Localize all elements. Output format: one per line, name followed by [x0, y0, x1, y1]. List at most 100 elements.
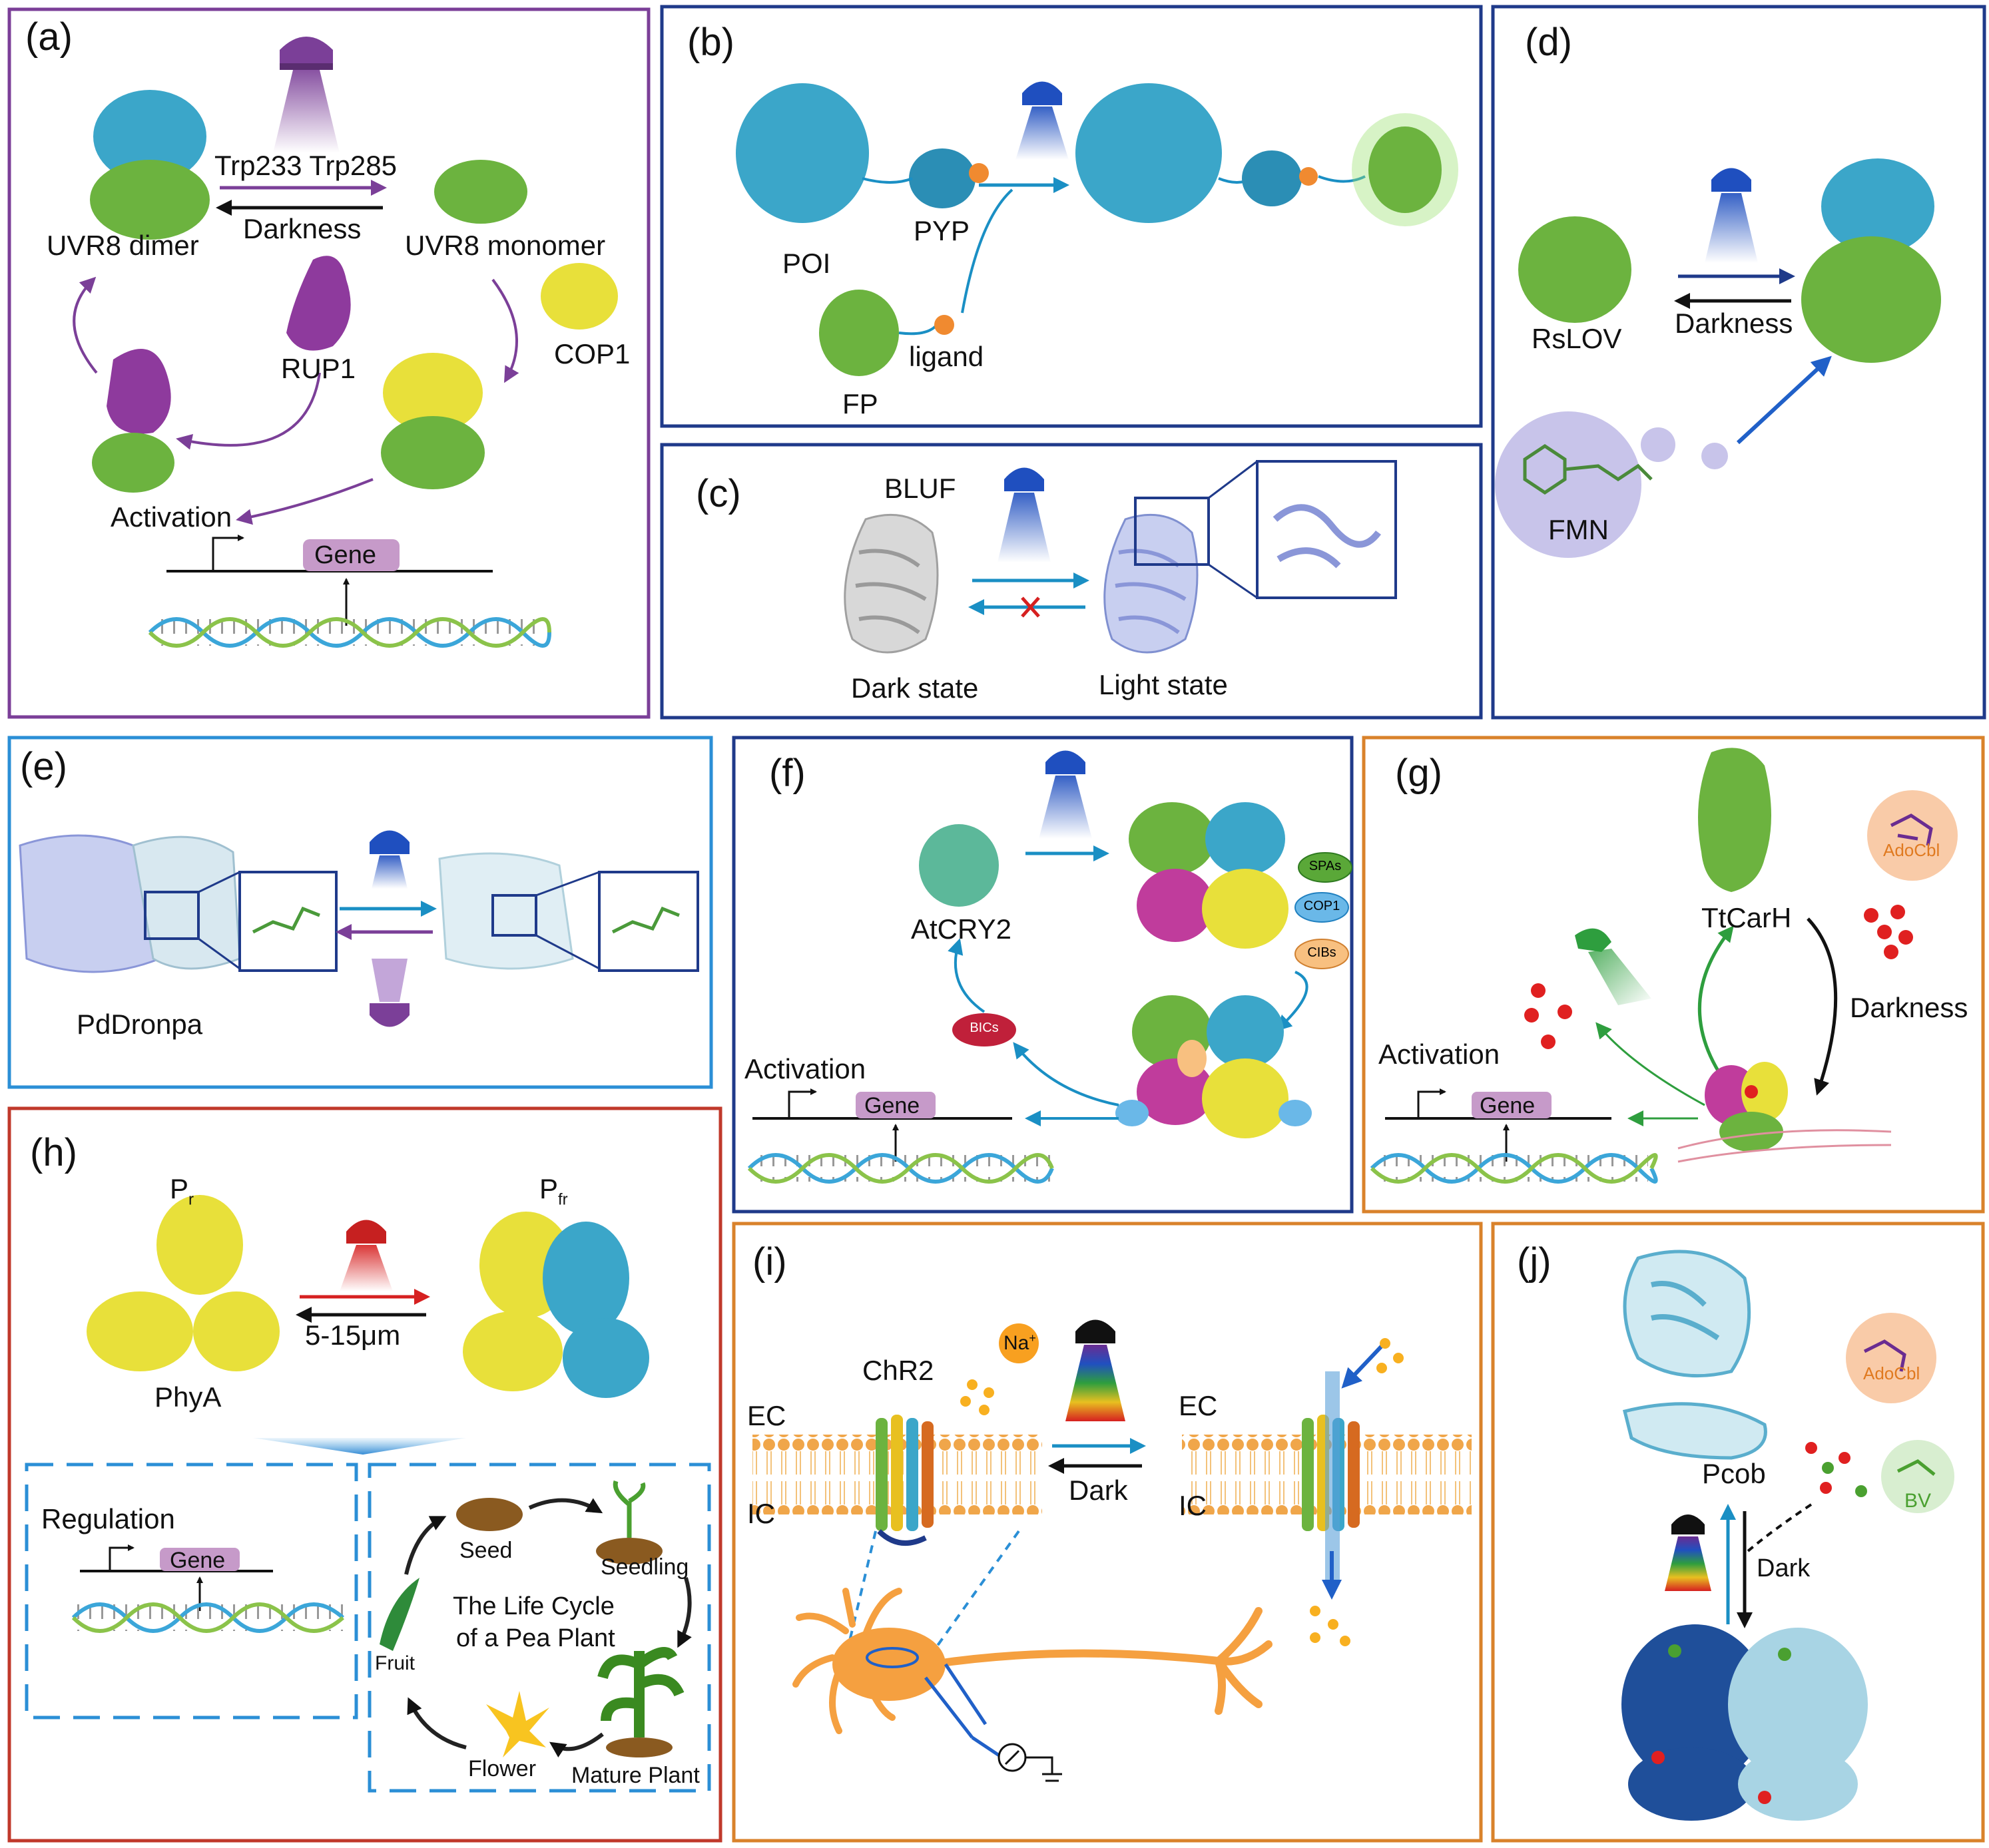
arrow-rup1-to-complex — [176, 372, 321, 450]
dark-label-i: Dark — [1069, 1475, 1128, 1506]
cop1-complex-bottom — [381, 416, 485, 489]
arrow-complex-to-activation — [236, 478, 374, 525]
atcry2-protein — [919, 824, 999, 907]
arrow-complex-to-bics — [1013, 1042, 1119, 1106]
uvr8-dimer-top — [93, 90, 206, 183]
na-bubble — [999, 1323, 1039, 1363]
fmn-label: FMN — [1548, 514, 1609, 545]
panel-d-art — [1495, 158, 1941, 558]
panel-b-art — [736, 81, 1458, 376]
pyp-label: PYP — [914, 215, 970, 246]
pyp-protein — [909, 148, 976, 208]
arrow-fruit-seed — [404, 1516, 447, 1575]
pfr-label: Pfr — [539, 1173, 568, 1209]
lamp-red-h-icon — [340, 1220, 393, 1291]
panel-d-label: (d) — [1525, 21, 1572, 64]
fmn-bubble — [1495, 411, 1641, 558]
arrow-ligand-dotted — [1747, 1503, 1813, 1552]
ligand-icon — [934, 315, 954, 335]
lamp-purple-icon — [273, 37, 340, 153]
gene-label-f: Gene — [864, 1093, 920, 1118]
panel-g-label: (g) — [1395, 752, 1442, 795]
panel-b-border — [660, 5, 1483, 428]
uvr8-monomer-label: UVR8 monomer — [405, 230, 606, 261]
lamp-blue-d-icon — [1705, 168, 1758, 263]
cop1-protein — [541, 263, 618, 330]
fruit-label: Fruit — [375, 1652, 415, 1674]
electrode — [924, 1663, 1003, 1759]
panel-g-art — [1370, 748, 1958, 1184]
ttcarh-label: TtCarH — [1701, 902, 1792, 933]
bluf-label: BLUF — [884, 473, 956, 504]
pcob-label: Pcob — [1702, 1458, 1766, 1489]
cibs-pill — [1294, 939, 1349, 969]
activation-label-a: Activation — [111, 501, 232, 533]
cry2-tetramer-top — [1129, 802, 1288, 949]
box-life-cycle — [368, 1463, 711, 1793]
regulation-label: Regulation — [41, 1503, 175, 1534]
rslov-dimer-bottom — [1801, 236, 1941, 363]
panel-d-border — [1491, 5, 1986, 720]
fp-product — [1368, 126, 1442, 213]
lamp-blue-e-icon — [370, 830, 410, 889]
fmn-molecule — [1523, 443, 1653, 495]
ec-label-left: EC — [747, 1400, 786, 1431]
uvr8-dimer-bottom — [90, 160, 210, 240]
arrow-ion-in — [1341, 1344, 1384, 1389]
activation-label-g: Activation — [1378, 1039, 1500, 1070]
lamp-blue-f-head — [1045, 750, 1085, 774]
gene-label-g: Gene — [1480, 1093, 1536, 1118]
panel-e-border — [7, 736, 713, 1089]
seedling-icon — [596, 1538, 663, 1564]
life-cycle-line2: of a Pea Plant — [456, 1624, 615, 1652]
rslov-label: RsLOV — [1532, 323, 1622, 354]
arrow-release-g — [1595, 1022, 1705, 1106]
gene-box — [303, 539, 400, 571]
cop1-pill — [1294, 892, 1349, 923]
pr-label: Pr — [170, 1173, 194, 1209]
cop1-complex-top — [383, 353, 483, 433]
panel-a-label: (a) — [25, 15, 73, 59]
zoom-box-e2-small — [491, 894, 537, 937]
rup1-protein — [286, 256, 351, 351]
panel-j-border — [1491, 1222, 1985, 1843]
rup1-complex-top — [107, 349, 171, 434]
dark-state-label: Dark state — [851, 672, 979, 704]
uvr8-dimer-label: UVR8 dimer — [47, 230, 199, 261]
arrow-fmn-bind — [1736, 355, 1832, 445]
ground-icon — [1025, 1756, 1062, 1782]
gene-label-h: Gene — [170, 1548, 226, 1573]
darkness-label-a: Darkness — [243, 213, 362, 244]
panel-j-label: (j) — [1517, 1240, 1552, 1283]
lamp-blue-b-icon — [1015, 81, 1069, 160]
chr2-open-protein — [1302, 1371, 1360, 1584]
arrow-monomer-to-complex — [491, 278, 519, 383]
darkness-label-g: Darkness — [1850, 992, 1968, 1023]
lamp-blue-f-icon — [1039, 750, 1092, 839]
panel-b-label: (b) — [687, 21, 734, 64]
pyp-product — [1242, 150, 1302, 206]
zoom-box-e2-large — [598, 871, 699, 972]
zoom-box-large — [1256, 460, 1397, 599]
neuron-icon — [792, 1588, 1273, 1734]
na-label: Na+ — [1003, 1331, 1036, 1354]
arrow-dark-g — [1807, 917, 1838, 1096]
spas-label: SPAs — [1308, 859, 1342, 873]
uvr8-monomer — [434, 160, 527, 224]
poi-label: POI — [782, 248, 831, 279]
flower-label: Flower — [468, 1756, 537, 1781]
atcry2-label: AtCRY2 — [911, 913, 1011, 945]
adocbl-bubble — [1867, 790, 1958, 881]
carh-tetramer-dna — [1677, 1062, 1892, 1163]
cop1-label-f: COP1 — [1303, 899, 1340, 913]
pcob-structure — [1622, 1250, 1767, 1460]
seed-icon — [456, 1498, 523, 1531]
panel-j-art — [1621, 1250, 1954, 1821]
ic-label-right: IC — [1179, 1490, 1207, 1521]
fan-beam-h — [253, 1438, 466, 1455]
adocbl-bubble-j — [1846, 1313, 1936, 1403]
na-superscript: + — [1029, 1331, 1036, 1345]
ttcarh-protein — [1698, 748, 1771, 892]
na-ions-right — [1310, 1338, 1404, 1646]
